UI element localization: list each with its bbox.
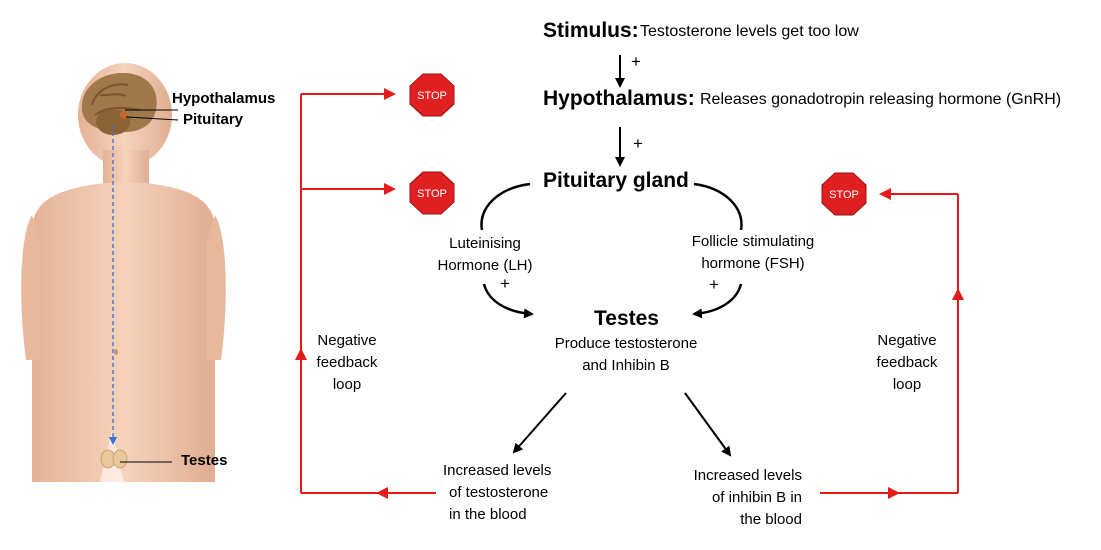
inhibin-line: of inhibin B in <box>711 489 802 506</box>
plus-sign: + <box>631 52 641 71</box>
inhibin-line: the blood <box>740 511 802 528</box>
right-feedback-label: Negative feedback loop <box>866 330 948 396</box>
pituitary-body-label: Pituitary <box>183 111 244 128</box>
feedback-line: Negative <box>317 332 377 349</box>
testes-icon <box>100 449 128 469</box>
feedback-line: loop <box>892 376 922 393</box>
testosterone-outcome: Increased levels of testosterone in the … <box>443 460 583 526</box>
stimulus-heading: Stimulus: <box>543 19 639 42</box>
hypothalamus-body-label: Hypothalamus <box>172 90 276 107</box>
svg-text:STOP: STOP <box>829 189 859 201</box>
plus-sign: + <box>709 275 719 294</box>
inhibin-outcome: Increased levels of inhibin B in the blo… <box>662 465 802 531</box>
plus-sign: + <box>633 134 643 153</box>
stop-sign-icon: STOP <box>821 172 867 216</box>
lh-label: Luteinising Hormone (LH) <box>425 233 545 277</box>
fsh-label: Follicle stimulating hormone (FSH) <box>673 231 833 275</box>
plus-sign: + <box>500 274 510 293</box>
right-feedback-loop <box>820 188 964 499</box>
feedback-line: feedback <box>876 354 938 371</box>
testes-body-label: Testes <box>181 452 228 469</box>
testes-to-testosterone-arrow <box>512 392 567 454</box>
testes-description: Produce testosterone and Inhibin B <box>536 333 716 377</box>
testosterone-line: Increased levels <box>443 462 552 479</box>
lh-line: Luteinising <box>449 235 521 252</box>
stop-sign-icon: STOP <box>409 73 455 117</box>
testosterone-line: in the blood <box>449 506 527 523</box>
testosterone-line: of testosterone <box>449 484 549 501</box>
svg-text:STOP: STOP <box>417 188 447 200</box>
feedback-line: loop <box>332 376 362 393</box>
stimulus-text: Testosterone levels get too low <box>640 23 859 40</box>
fsh-line: Follicle stimulating <box>691 233 815 250</box>
pituitary-leader-line <box>125 116 179 121</box>
fsh-to-testes-arrow <box>692 283 743 319</box>
testes-heading: Testes <box>594 307 659 330</box>
fsh-line: hormone (FSH) <box>701 255 805 272</box>
testes-to-inhibin-arrow <box>684 392 732 457</box>
feedback-line: feedback <box>316 354 378 371</box>
pituitary-heading: Pituitary gland <box>543 169 689 192</box>
stop-sign-icon: STOP <box>409 171 455 215</box>
pituitary-to-lh-curve <box>480 182 531 231</box>
svg-text:STOP: STOP <box>417 90 447 102</box>
hypothalamus-text: Releases gonadotropin releasing hormone … <box>700 91 1062 108</box>
left-feedback-label: Negative feedback loop <box>306 330 388 396</box>
inhibin-line: Increased levels <box>693 467 802 484</box>
pituitary-to-fsh-curve <box>693 182 743 231</box>
lh-to-testes-arrow <box>482 283 534 319</box>
left-feedback-loop <box>295 88 436 499</box>
hypothalamus-heading: Hypothalamus: <box>543 87 695 110</box>
testes-line: Produce testosterone <box>554 335 698 352</box>
lh-line: Hormone (LH) <box>437 257 533 274</box>
testes-line: and Inhibin B <box>582 357 670 374</box>
feedback-line: Negative <box>877 332 937 349</box>
